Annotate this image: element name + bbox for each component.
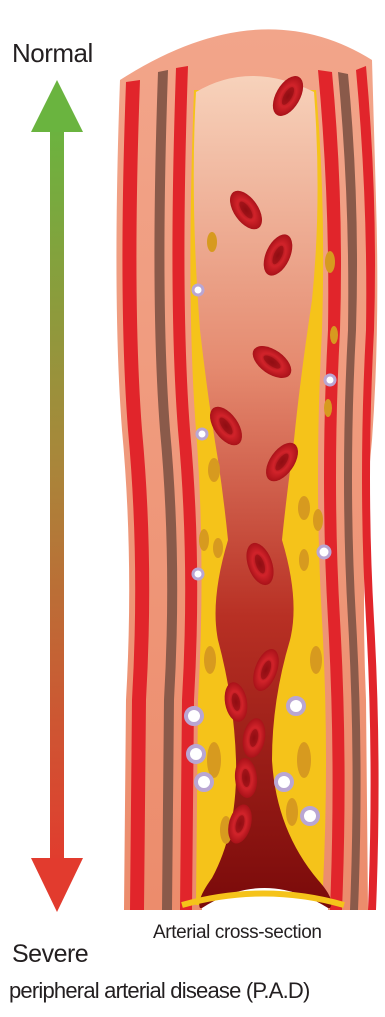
white-blood-cell [325,375,335,385]
white-blood-cell [188,746,204,762]
white-blood-cell [193,285,203,295]
white-blood-cell [288,698,304,714]
severity-arrow [31,80,83,912]
arrow-shaft [50,122,64,868]
arrow-head-bottom [31,858,83,912]
white-blood-cell [302,808,318,824]
label-arterial-cross-section: Arterial cross-section [153,922,322,944]
label-pad: peripheral arterial disease (P.A.D) [9,978,310,1004]
artery-illustration [116,29,378,912]
white-blood-cell [193,569,203,579]
white-blood-cell [186,708,202,724]
white-blood-cell [196,774,212,790]
white-blood-cell [276,774,292,790]
arrow-head-top [31,80,83,132]
white-blood-cell [318,546,330,558]
label-severe: Severe [12,940,88,969]
label-normal: Normal [12,38,93,69]
white-blood-cell [197,429,207,439]
